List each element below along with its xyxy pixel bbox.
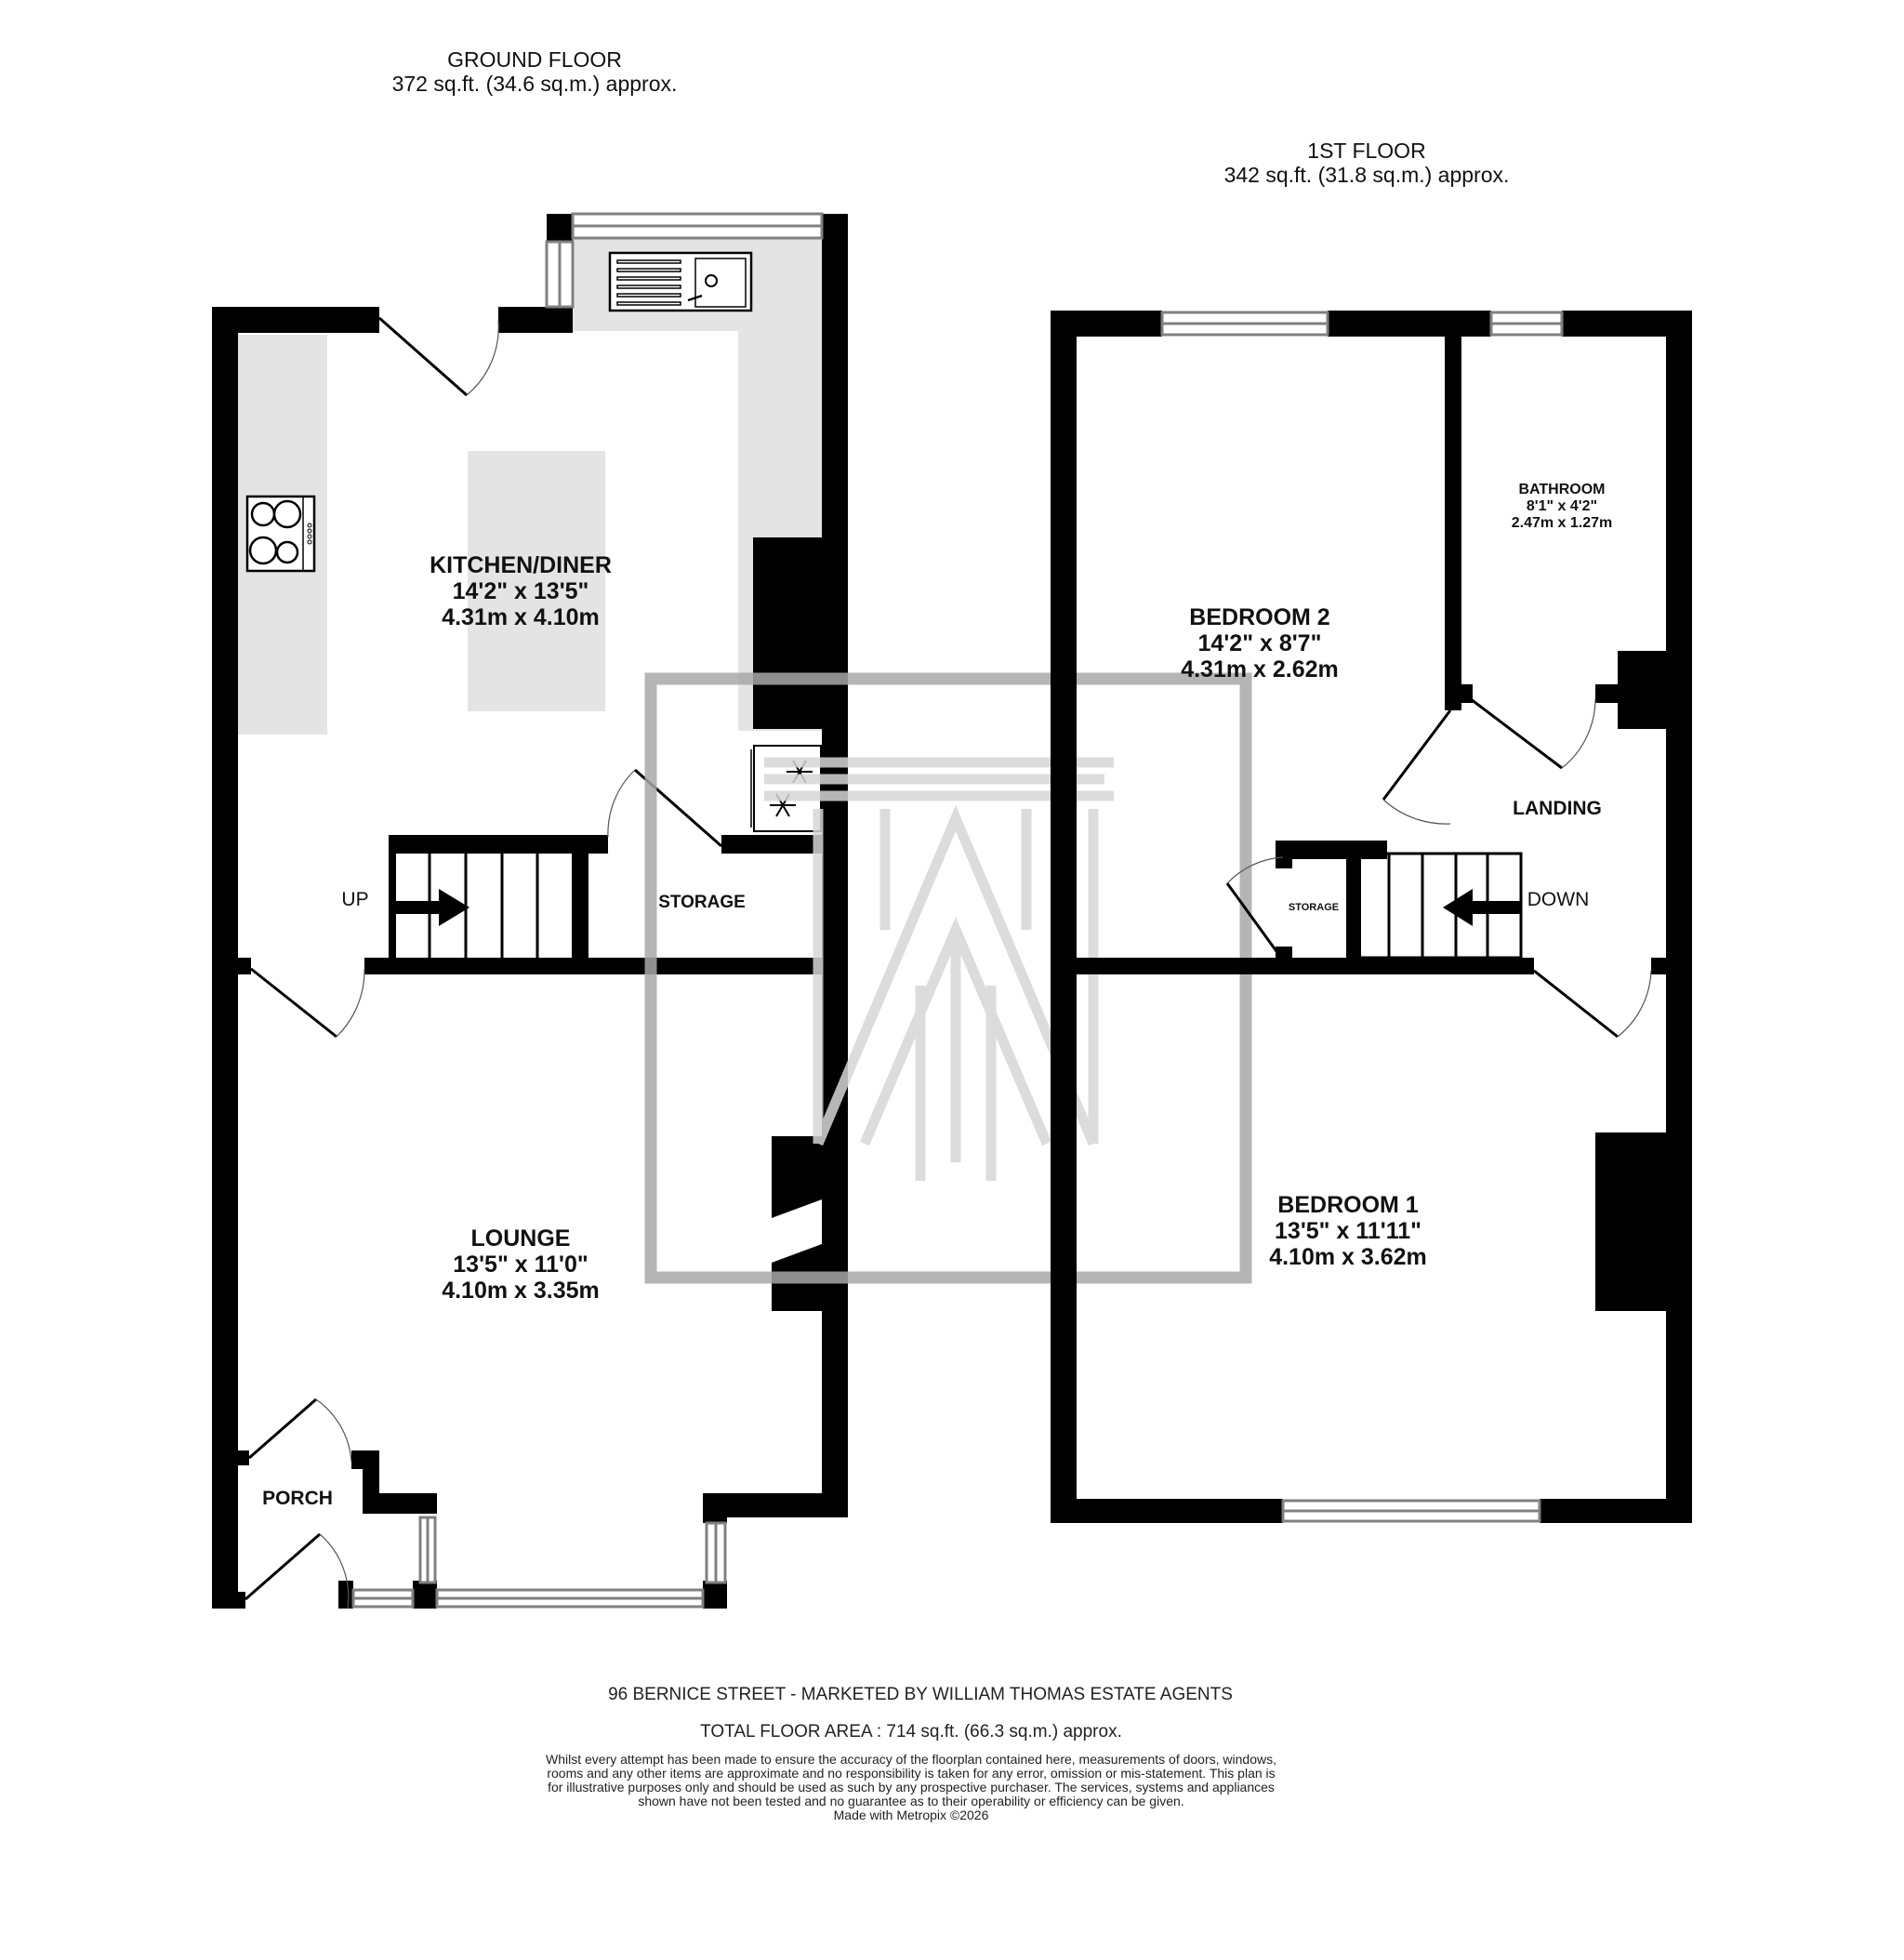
- first-floor-area: 342 sq.ft. (31.8 sq.m.) approx.: [1223, 162, 1510, 187]
- room-label-bathroom: BATHROOM 8'1" x 4'2" 2.47m x 1.27m: [1511, 482, 1613, 531]
- ground-floor-windows: [351, 212, 824, 1609]
- room-label-porch: PORCH: [262, 1488, 333, 1509]
- total-floor-area: TOTAL FLOOR AREA : 714 sq.ft. (66.3 sq.m…: [700, 1722, 1122, 1741]
- first-floor-plan: [1051, 311, 1692, 1523]
- room-label-lounge: LOUNGE 13'5" x 11'0" 4.10m x 3.35m: [442, 1225, 600, 1304]
- first-floor-name: 1ST FLOOR: [1307, 139, 1426, 163]
- room-label-storage-first: STORAGE: [1288, 902, 1340, 913]
- ground-floor-area: 372 sq.ft. (34.6 sq.m.) approx.: [391, 71, 678, 96]
- agency-logo-watermark: [644, 672, 1252, 1284]
- disclaimer-text: Whilst every attempt has been made to en…: [539, 1752, 1283, 1823]
- ground-floor-name: GROUND FLOOR: [447, 47, 622, 72]
- ground-floor-walls: [212, 214, 848, 1609]
- room-label-kitchen-diner: KITCHEN/DINER 14'2" x 13'5" 4.31m x 4.10…: [430, 552, 612, 630]
- metropix-credit: Made with Metropix ©2026: [833, 1808, 989, 1823]
- ground-floor-title: GROUND FLOOR 372 sq.ft. (34.6 sq.m.) app…: [363, 47, 707, 97]
- first-floor-doors: [1225, 697, 1652, 1039]
- first-floor-walls: [1051, 311, 1692, 1523]
- room-label-landing: LANDING: [1513, 798, 1602, 819]
- hob-icon: [245, 495, 316, 573]
- first-floor-title: 1ST FLOOR 342 sq.ft. (31.8 sq.m.) approx…: [1195, 139, 1539, 188]
- property-address-line: 96 BERNICE STREET - MARKETED BY WILLIAM …: [608, 1685, 1233, 1704]
- room-label-storage-ground: STORAGE: [658, 893, 746, 912]
- stairs-down-label: DOWN: [1527, 889, 1590, 910]
- stairs-down-arrow-icon: [1443, 889, 1521, 926]
- sink-icon: [608, 251, 753, 312]
- room-label-bedroom-1: BEDROOM 1 13'5" x 11'11" 4.10m x 3.62m: [1269, 1192, 1427, 1270]
- ground-floor-plan: [212, 212, 848, 1609]
- stairs-up-arrow-icon: [396, 889, 469, 926]
- first-floor-windows: [1160, 311, 1564, 1523]
- stairs-up-label: UP: [341, 889, 369, 910]
- room-label-bedroom-2: BEDROOM 2 14'2" x 8'7" 4.31m x 2.62m: [1181, 604, 1339, 682]
